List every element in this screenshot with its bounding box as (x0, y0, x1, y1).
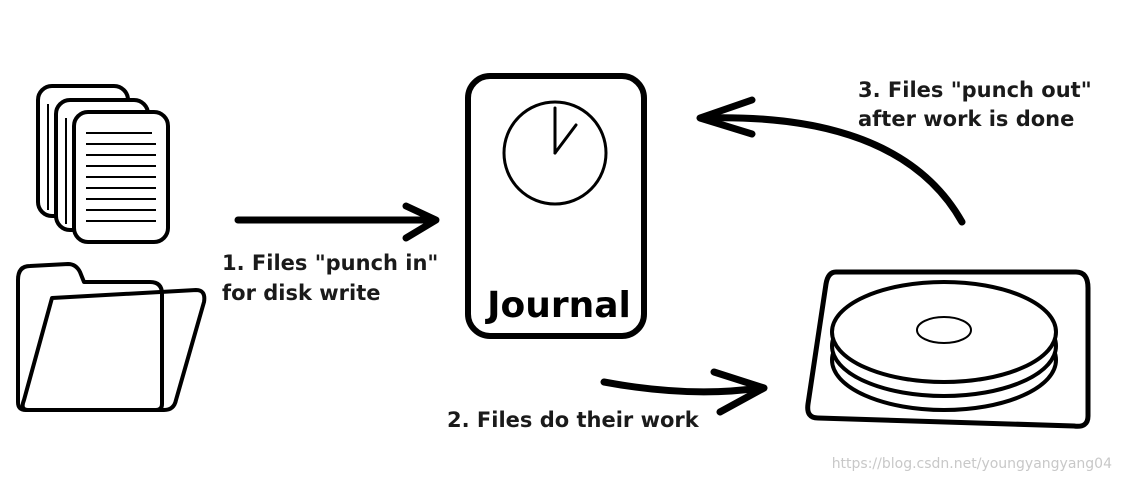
clock-icon (502, 100, 608, 206)
arrow-punch-in (234, 202, 440, 242)
step3-label-line2: after work is done (858, 107, 1074, 131)
step1-label-line1: 1. Files "punch in" (222, 251, 438, 275)
journal-title: Journal (484, 285, 631, 326)
folder-icon (16, 262, 207, 412)
arrow-do-work (600, 368, 768, 416)
step1-label-line2: for disk write (222, 281, 380, 305)
arrow-punch-out (696, 96, 966, 226)
step3-label-line1: 3. Files "punch out" (858, 78, 1092, 102)
step2-label: 2. Files do their work (447, 408, 700, 432)
documents-icon (36, 84, 170, 244)
watermark: https://blog.csdn.net/youngyangyang04 (832, 456, 1112, 472)
disk-platter-icon (805, 269, 1091, 429)
